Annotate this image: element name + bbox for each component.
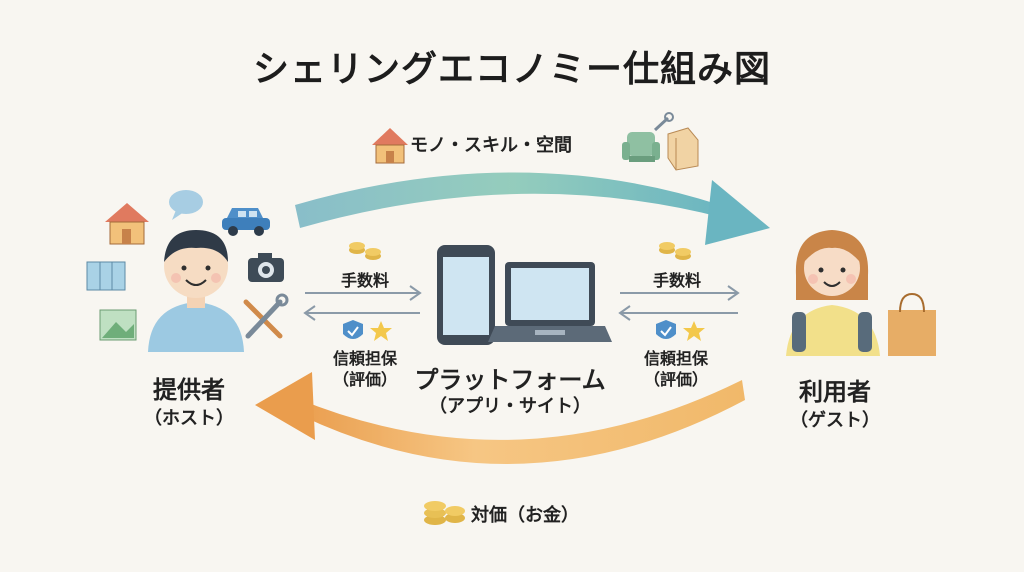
host-person: [148, 230, 244, 352]
shield-icon-right: [656, 320, 676, 339]
house-icon: [372, 128, 408, 164]
speech-bubble-icon: [169, 190, 203, 220]
laptop-icon: [488, 262, 612, 342]
bottom-flow-label: 対価（お金）: [471, 505, 579, 526]
left-fee-label: 手数料: [340, 271, 389, 290]
guest-person: [786, 230, 880, 356]
right-arrows: [618, 285, 740, 321]
box-icon: [667, 127, 699, 171]
host-name: 提供者: [153, 376, 225, 404]
left-arrows: [303, 285, 422, 321]
shield-icon-left: [343, 320, 363, 339]
platform-name: プラットフォーム: [414, 366, 606, 394]
picture-icon: [99, 309, 137, 341]
host-sub: （ホスト）: [144, 408, 234, 429]
armchair-icon: [622, 132, 660, 162]
coins-icon-left: [349, 242, 381, 260]
right-fee-label: 手数料: [652, 271, 701, 290]
tools-icon: [243, 293, 289, 339]
shopping-bag-icon: [888, 292, 936, 356]
guest-sub: （ゲスト）: [790, 410, 880, 431]
wrench-icon: [653, 112, 674, 132]
right-trust-label: 信頼担保: [643, 349, 708, 368]
smartphone-icon: [437, 245, 495, 345]
camera-icon: [248, 253, 284, 282]
top-flow-arrow: [295, 172, 770, 245]
map-icon: [86, 261, 126, 291]
bottom-flow-arrow: [255, 372, 745, 464]
star-icon-left: [370, 321, 392, 341]
top-flow-label: モノ・スキル・空間: [410, 135, 572, 156]
host-house-icon: [105, 203, 149, 245]
platform-sub: （アプリ・サイト）: [429, 396, 591, 417]
left-trust-label: 信頼担保: [332, 349, 397, 368]
page-title: シェリングエコノミー仕組み図: [252, 49, 771, 90]
star-icon-right: [683, 321, 705, 341]
left-trust-sub: （評価）: [332, 370, 397, 389]
car-icon: [222, 208, 270, 236]
coins-icon-bottom: [424, 501, 465, 525]
right-trust-sub: （評価）: [643, 370, 708, 389]
coins-icon-right: [659, 242, 691, 260]
guest-name: 利用者: [799, 378, 871, 406]
